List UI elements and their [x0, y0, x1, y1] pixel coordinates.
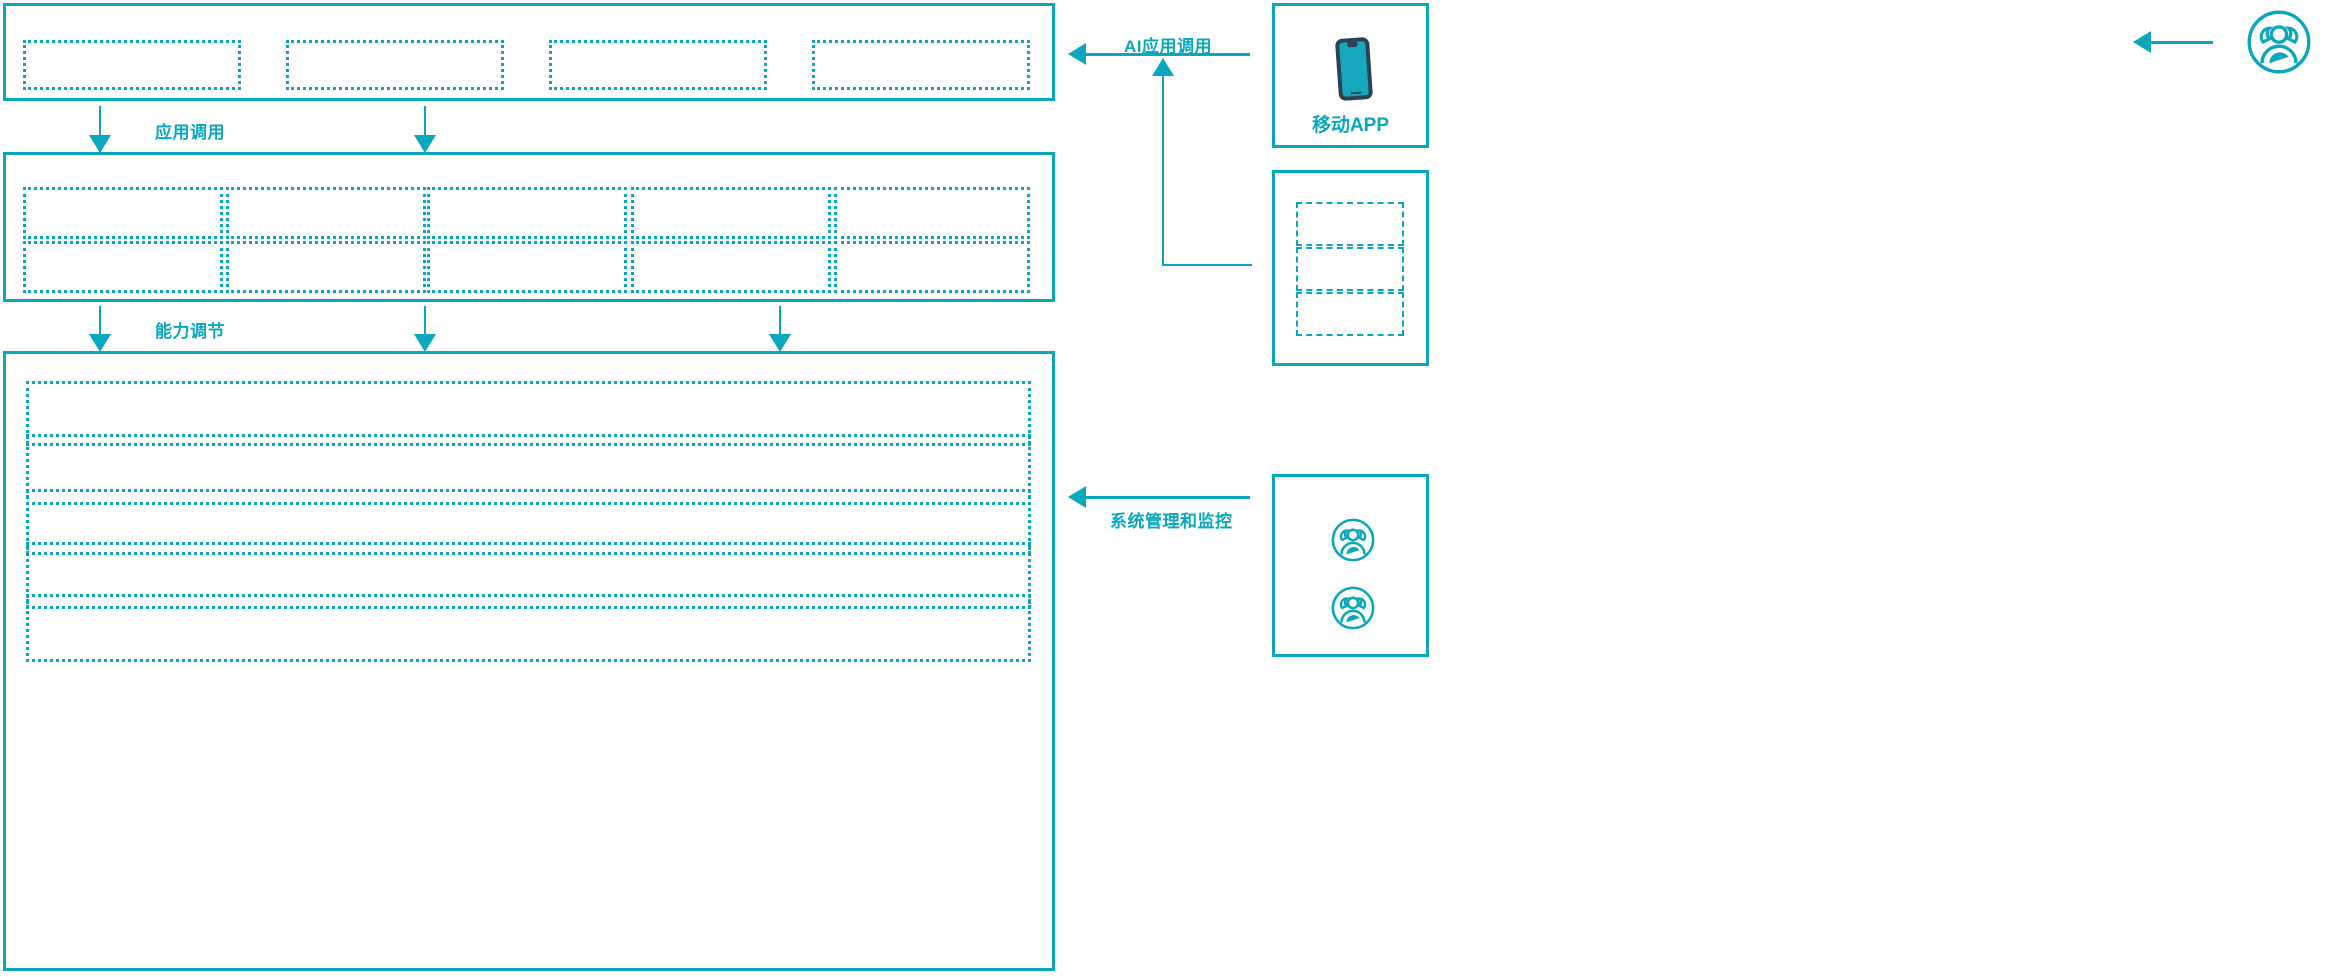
application-slot-1[interactable]	[23, 40, 241, 90]
capability-layer-panel	[3, 152, 1055, 302]
capability-slot-1-2[interactable]	[226, 187, 426, 239]
module-list-slot-3[interactable]	[1296, 292, 1404, 336]
capability-adjust-arrow-line-2	[424, 306, 426, 338]
app-call-arrow-head-2	[414, 135, 436, 153]
actor-to-mobile-arrow-head	[2133, 31, 2151, 53]
capability-slot-1-3[interactable]	[427, 187, 627, 239]
system-manage-arrow-line	[1086, 496, 1250, 499]
capability-slot-2-3[interactable]	[427, 241, 627, 293]
capability-slot-1-1[interactable]	[23, 187, 223, 239]
smartphone-icon	[1325, 34, 1383, 109]
application-slot-3[interactable]	[549, 40, 767, 90]
ai-app-call-arrow-head	[1068, 43, 1086, 65]
ai-app-call-label: AI应用调用	[1124, 37, 1212, 56]
capability-adjust-arrow-line-3	[779, 306, 781, 338]
app-call-arrow-head-1	[89, 135, 111, 153]
infrastructure-slot-1[interactable]	[26, 381, 1031, 446]
system-manage-label: 系统管理和监控	[1110, 512, 1233, 531]
module-connector-horizontal	[1162, 264, 1252, 266]
actor-to-mobile-arrow-line	[2151, 41, 2213, 44]
app-call-arrow-line-2	[424, 106, 426, 138]
external-actor-user-group-icon	[2245, 8, 2313, 81]
operators-panel	[1272, 474, 1429, 657]
module-connector-vertical	[1162, 72, 1164, 265]
mobile-app-panel: 移动APP	[1272, 3, 1429, 148]
capability-adjust-arrow-head-2	[414, 334, 436, 352]
capability-adjust-label: 能力调节	[155, 322, 225, 341]
operator-user-group-icon-2	[1330, 585, 1376, 636]
capability-slot-2-5[interactable]	[834, 241, 1030, 293]
ai-app-call-arrow-line	[1086, 53, 1250, 56]
mobile-app-label: 移动APP	[1311, 115, 1390, 136]
infrastructure-slot-4[interactable]	[26, 542, 1031, 609]
capability-slot-2-2[interactable]	[226, 241, 426, 293]
module-list-slot-1[interactable]	[1296, 202, 1404, 246]
capability-adjust-arrow-head-3	[769, 334, 791, 352]
module-connector-arrow-head	[1152, 58, 1174, 76]
capability-slot-2-1[interactable]	[23, 241, 223, 293]
app-call-label: 应用调用	[155, 123, 225, 142]
infrastructure-slot-2[interactable]	[26, 434, 1031, 505]
app-call-arrow-line-1	[99, 106, 101, 138]
capability-slot-2-4[interactable]	[631, 241, 831, 293]
application-slot-4[interactable]	[812, 40, 1030, 90]
capability-slot-1-4[interactable]	[631, 187, 831, 239]
capability-slot-1-5[interactable]	[834, 187, 1030, 239]
application-layer-panel	[3, 3, 1055, 101]
capability-adjust-arrow-line-1	[99, 306, 101, 338]
infrastructure-slot-3[interactable]	[26, 489, 1031, 555]
infrastructure-slot-5[interactable]	[26, 594, 1031, 662]
module-list-slot-2[interactable]	[1296, 247, 1404, 291]
capability-adjust-arrow-head-1	[89, 334, 111, 352]
application-slot-2[interactable]	[286, 40, 504, 90]
operator-user-group-icon-1	[1330, 517, 1376, 568]
system-manage-arrow-head	[1068, 486, 1086, 508]
